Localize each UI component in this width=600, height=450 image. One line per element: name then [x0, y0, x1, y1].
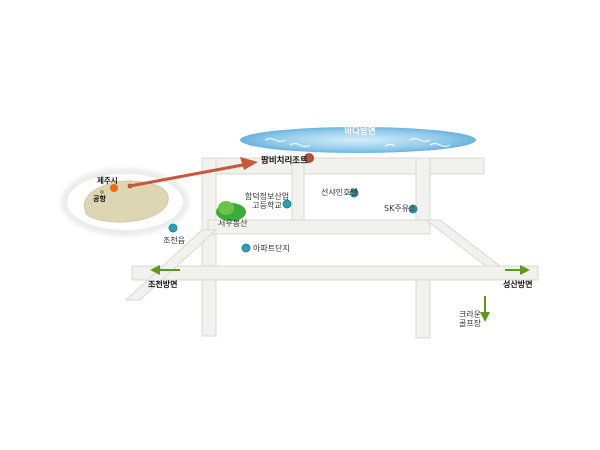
- poi-hambeok-label-line1: 함덕정보산업: [244, 192, 290, 201]
- poi-apartment-label: 아파트단지: [253, 244, 290, 253]
- poi-jocheon-label: 조천읍: [163, 236, 186, 245]
- resort-label: 팜비치리조트: [261, 156, 308, 166]
- airport-marker: [100, 190, 104, 194]
- inset-arrow-line: [129, 162, 249, 188]
- poi-sk-marker: [408, 204, 418, 214]
- jeju-island-shape: [83, 180, 169, 223]
- direction-west-label: 조천방면: [148, 280, 178, 289]
- poi-markers: [168, 188, 418, 253]
- jeju-inset: [61, 157, 258, 236]
- poi-hambeok-marker: [282, 199, 292, 209]
- jeju-city-marker: [110, 184, 118, 192]
- poi-hotel-label: 선샤인호텔: [321, 188, 358, 197]
- direction-south-label-line2: 골프장: [458, 319, 482, 329]
- direction-east-label: 성산방면: [503, 280, 533, 289]
- resort-marker: [304, 153, 314, 163]
- airport-label: 공항: [93, 195, 106, 203]
- east-arrow-icon: [505, 265, 530, 275]
- poi-apartment-marker: [241, 243, 251, 253]
- sea-area: [240, 127, 476, 153]
- road-network: [124, 157, 539, 339]
- direction-south-label: 크라운 골프장: [456, 310, 484, 328]
- poi-hambeok-label: 함덕정보산업 고등학교: [244, 192, 290, 210]
- west-arrow-icon: [150, 265, 180, 275]
- jeju-city-label: 제주시: [97, 176, 118, 185]
- south-arrow-icon: [480, 296, 490, 322]
- hill-label: 서우봉산: [218, 219, 248, 228]
- sea-label: 바다방면: [344, 127, 376, 137]
- poi-sk-label: SK주유소: [384, 204, 417, 213]
- inset-arrow-head: [240, 157, 258, 170]
- direction-arrows: [150, 265, 530, 322]
- poi-hotel-marker: [349, 188, 359, 198]
- direction-south-label-line1: 크라운: [458, 310, 482, 319]
- poi-hambeok-label-line2: 고등학교: [252, 201, 282, 211]
- hill-icon: [216, 201, 246, 221]
- poi-jocheon-marker: [168, 223, 178, 233]
